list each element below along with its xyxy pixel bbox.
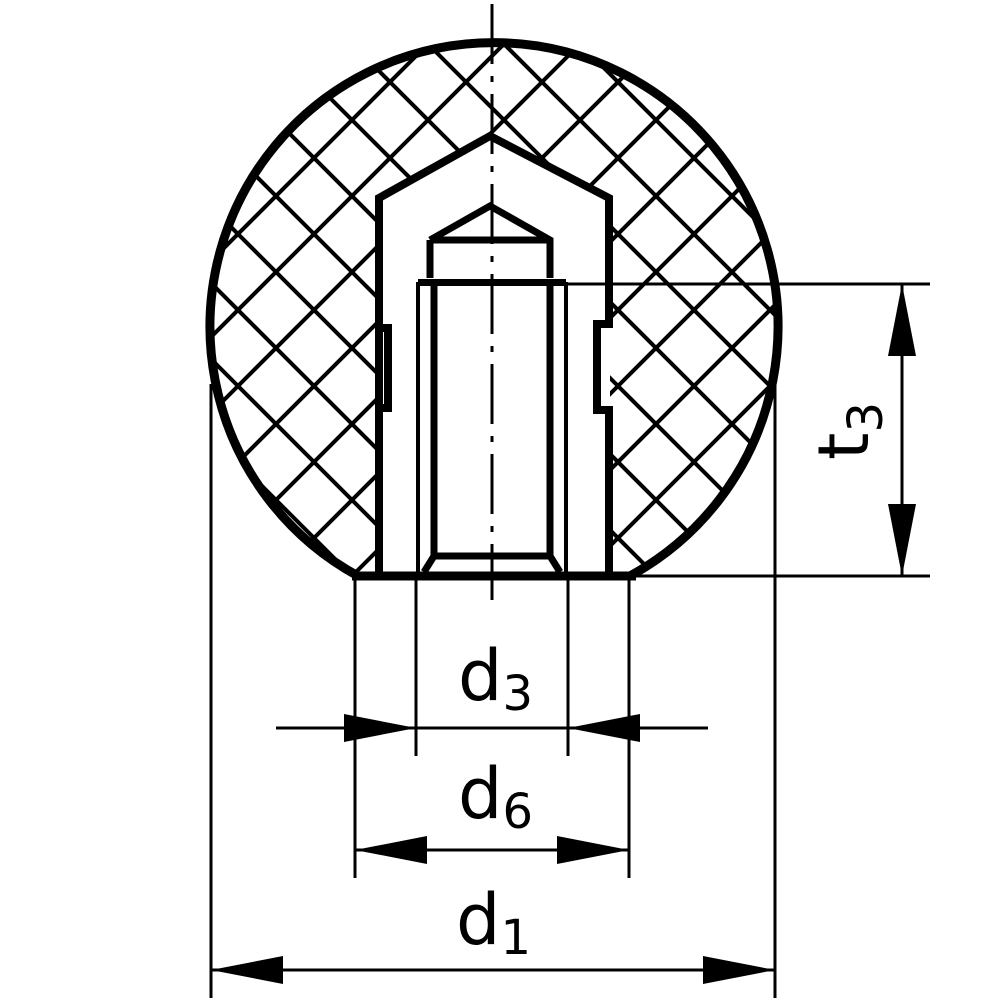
hatch-line [0,0,168,1000]
hatch-line [992,0,1000,1000]
hatch-line [534,42,779,577]
hatch-line [0,0,92,1000]
dimension-d3: d3 [276,580,708,756]
hatch-line [686,42,779,577]
hatch-line [210,42,778,577]
dimension-d1: d1 [209,384,777,998]
hatch-line [992,0,1000,1000]
hatch-line [610,42,779,577]
hatch-line [0,0,168,1000]
d1-label: d1 [456,879,531,966]
hatch-line [210,42,246,577]
hatch-line [210,42,246,577]
hatch-line [610,42,779,577]
drill-point [426,201,554,278]
t3-label: t3 [803,402,894,460]
hatch-line [762,42,779,577]
hatch-line [210,42,779,577]
d3-label: d3 [458,635,533,722]
ball-outline [205,38,783,580]
hatch-line [762,42,779,577]
hatch-line [840,0,1000,1000]
hatch-line [0,0,16,1000]
hatch-line [916,0,1000,1000]
hatch-line [840,0,1000,1000]
insert-outline [375,131,613,576]
hatch-line [210,42,398,577]
hatch-line [458,42,779,577]
dimension-d6: d6 [353,580,631,878]
hatch-line [210,42,398,577]
hatch-line [0,0,92,1000]
d6-label: d6 [458,753,533,840]
hatch-line [916,0,1000,1000]
hatch-line [210,42,474,577]
hatch-line [0,0,16,1000]
hatch-line [210,42,779,577]
hatch-line [686,42,779,577]
dimension-t3: t3 [568,282,930,578]
hatch-line [210,42,550,577]
